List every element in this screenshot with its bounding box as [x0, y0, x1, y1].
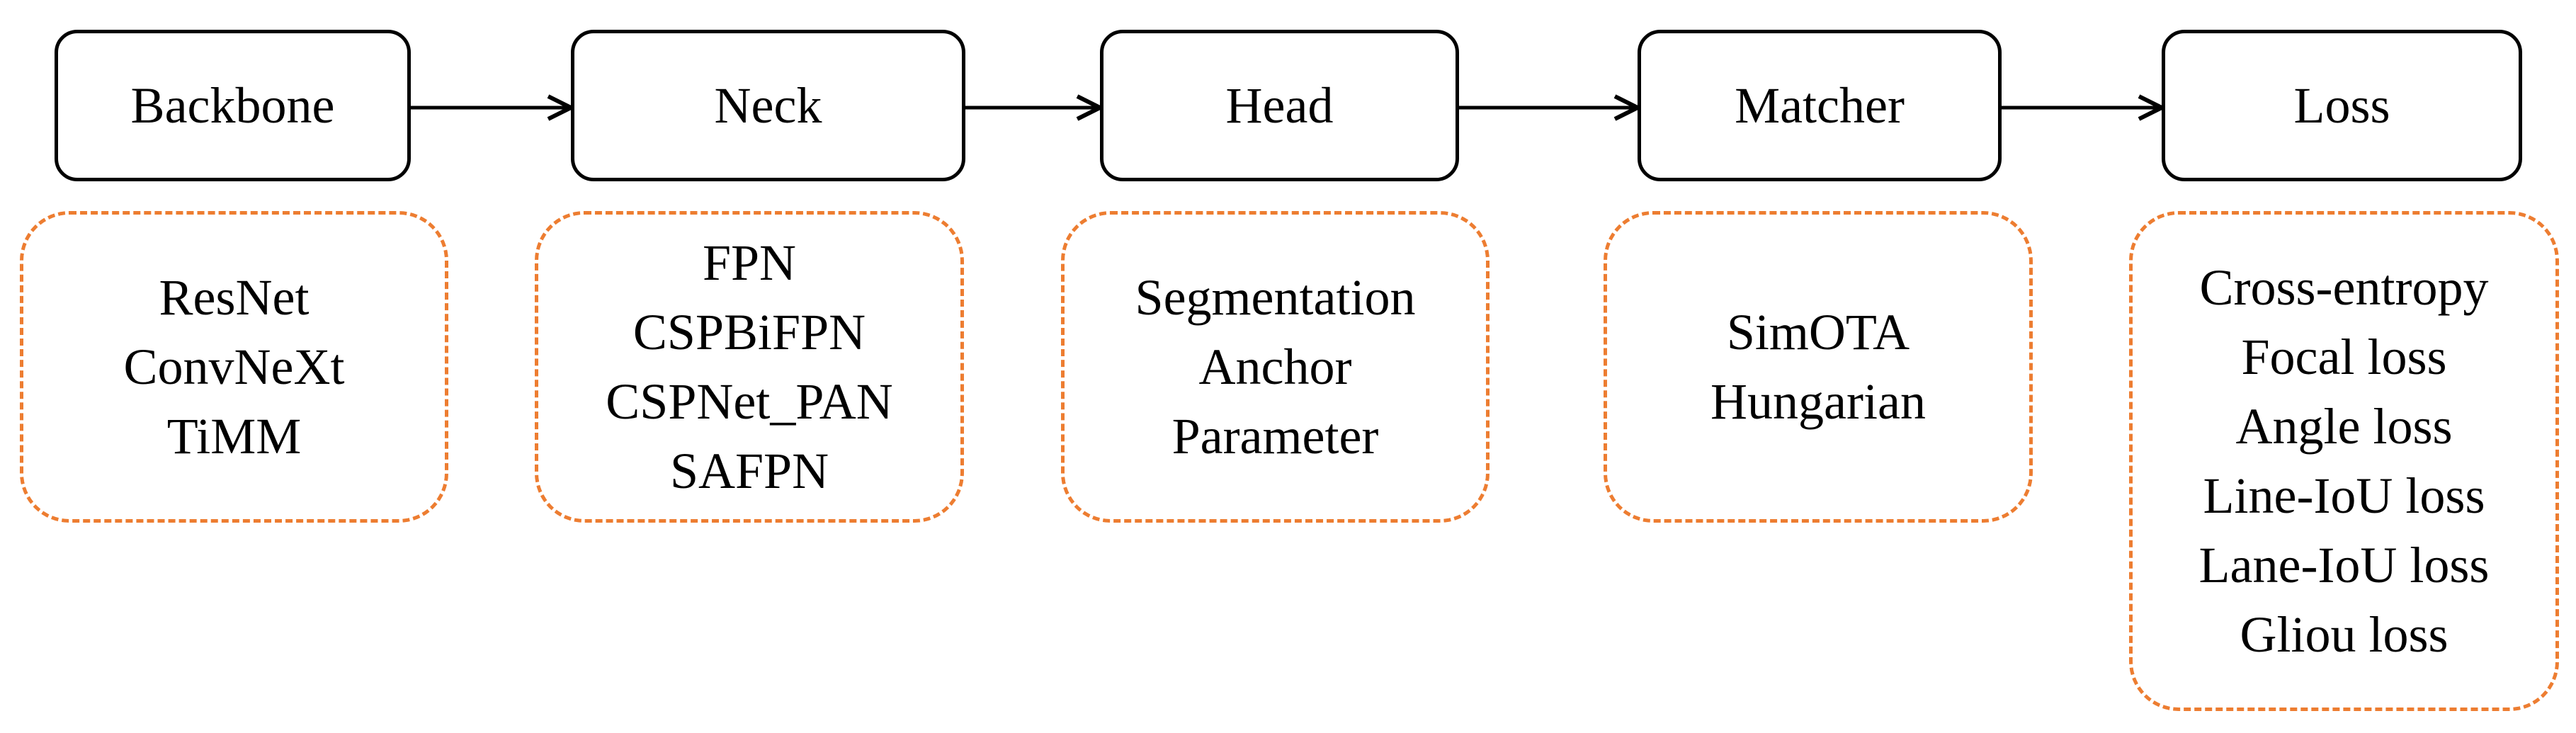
backbone-option: ResNet: [159, 269, 310, 326]
backbone-stage: Backbone: [55, 30, 411, 181]
matcher-options: SimOTA Hungarian: [1604, 211, 2033, 523]
head-stage: Head: [1100, 30, 1459, 181]
matcher-stage-label: Matcher: [1735, 77, 1905, 134]
head-option: Parameter: [1171, 408, 1379, 465]
loss-option: Focal loss: [2241, 329, 2447, 385]
neck-option: CSPBiFPN: [632, 304, 866, 360]
neck-stage-label: Neck: [714, 77, 822, 134]
loss-options: Cross-entropy Focal loss Angle loss Line…: [2129, 211, 2559, 711]
neck-stage: Neck: [571, 30, 965, 181]
neck-option: CSPNet_PAN: [606, 373, 893, 430]
backbone-stage-label: Backbone: [130, 77, 335, 134]
head-stage-label: Head: [1225, 77, 1334, 134]
head-option: Anchor: [1198, 339, 1352, 395]
loss-option: Line-IoU loss: [2203, 467, 2485, 524]
loss-option: Gliou loss: [2240, 606, 2449, 663]
loss-stage: Loss: [2162, 30, 2522, 181]
backbone-options: ResNet ConvNeXt TiMM: [20, 211, 448, 523]
matcher-option: SimOTA: [1726, 304, 1910, 360]
loss-stage-label: Loss: [2293, 77, 2390, 134]
head-options: Segmentation Anchor Parameter: [1061, 211, 1490, 523]
loss-option: Lane-IoU loss: [2198, 537, 2490, 593]
head-option: Segmentation: [1135, 269, 1416, 326]
matcher-stage: Matcher: [1638, 30, 2002, 181]
loss-option: Angle loss: [2235, 398, 2453, 455]
backbone-option: TiMM: [166, 408, 302, 465]
loss-option: Cross-entropy: [2199, 259, 2489, 316]
backbone-option: ConvNeXt: [123, 339, 345, 395]
neck-option: SAFPN: [669, 443, 829, 499]
neck-option: FPN: [702, 234, 797, 291]
matcher-option: Hungarian: [1710, 373, 1926, 430]
neck-options: FPN CSPBiFPN CSPNet_PAN SAFPN: [535, 211, 964, 523]
